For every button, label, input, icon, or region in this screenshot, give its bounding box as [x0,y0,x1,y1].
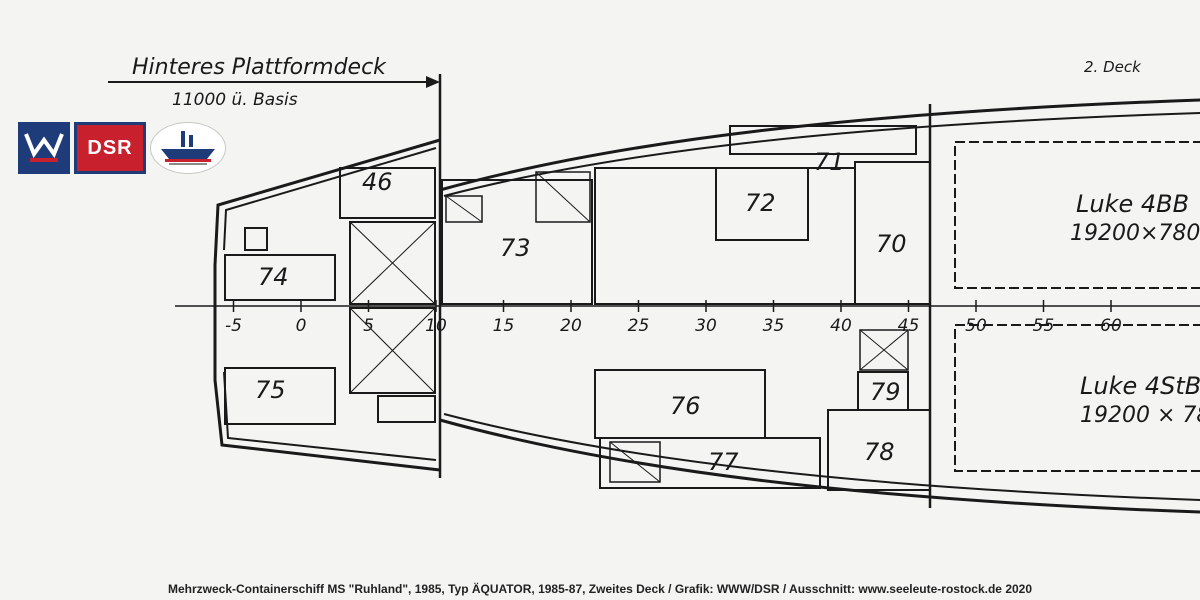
room-number-77: 77 [708,448,739,476]
frame-number-50: 50 [965,316,987,336]
dsr-logo: DSR [74,122,146,174]
hull-lower-inner-outline [443,413,1200,501]
void-aft-upper-1-cross [445,195,483,223]
hatch-4stb-size: 19200 × 780 [1080,403,1200,428]
room-number-79: 79 [870,378,901,406]
deck-title-arrowhead [426,76,440,88]
room-number-71: 71 [814,148,845,176]
image-caption: Mehrzweck-Containerschiff MS "Ruhland", … [167,582,1033,596]
room-number-70: 70 [876,230,907,258]
room-number-76: 76 [670,392,701,420]
room-number-74: 74 [258,263,289,291]
compartment-aft-small [244,227,268,251]
frame-number-10: 10 [425,316,447,336]
trunk-upper [349,221,436,305]
frame-number--5: -5 [225,316,242,336]
hatch-4stb-name: Luke 4StB [1080,372,1200,400]
hull-lower-outline [439,418,1200,514]
deck-height-note: 11000 ü. Basis [172,90,298,110]
www-logo [18,122,70,174]
hull-upper-outline [439,98,1200,192]
void-aft-upper-1 [445,195,483,223]
room-number-78: 78 [864,438,895,466]
frame-number-30: 30 [695,316,717,336]
trunk-lower [349,307,436,394]
frame-number-60: 60 [1100,316,1122,336]
frame-number-45: 45 [898,316,920,336]
frame-number-25: 25 [628,316,650,336]
compartment-frame-46 [339,167,436,219]
trunk-lower-cross-b [349,307,436,394]
ship-emblem-icon [161,131,215,165]
frame-number-40: 40 [830,316,852,336]
hatch-4bb-size: 19200×780 [1070,221,1200,246]
room-number-72: 72 [745,189,776,217]
room-number-46: 46 [362,168,393,196]
compartment-frame-75 [224,367,336,425]
room-number-75: 75 [255,376,286,404]
stern-platform-outline [213,138,441,472]
seeleute-rostock-logo [150,122,226,174]
trunk-upper-cross-b [349,221,436,305]
void-aft-upper-2-cross [535,171,591,223]
void-aft-lower-cross [609,441,661,483]
compartment-frame-71 [729,125,917,155]
frame-number-35: 35 [763,316,785,336]
void-aft-upper-2 [535,171,591,223]
hatch-4bb [954,141,1200,289]
frame-number-20: 20 [560,316,582,336]
hull-upper-inner-outline [443,112,1200,197]
compartment-lower-small [377,395,436,423]
dsr-logo-text: DSR [87,136,133,159]
frame-number-5: 5 [363,316,374,336]
hatch-4stb [954,324,1200,472]
compartment-frame-74 [224,254,336,301]
void-mid-lower-cross-b [859,329,909,371]
frame-labels: -5 0 5 10 15 20 25 30 35 40 45 50 55 60 [225,300,1122,336]
www-logo-icon [24,133,64,162]
compartment-large-upper [594,167,856,305]
void-mid-lower [859,329,909,371]
hatch-4bb-name: Luke 4BB [1076,190,1189,218]
compartment-frame-77 [599,437,821,489]
deck-title: Hinteres Plattformdeck [132,55,387,80]
frame-number-15: 15 [493,316,515,336]
void-aft-lower [609,441,661,483]
frame-number-55: 55 [1033,316,1055,336]
upper-deck-label: 2. Deck [1084,58,1142,76]
frame-number-0: 0 [296,316,307,336]
room-number-73: 73 [500,234,531,262]
compartment-frame-73 [441,179,593,305]
